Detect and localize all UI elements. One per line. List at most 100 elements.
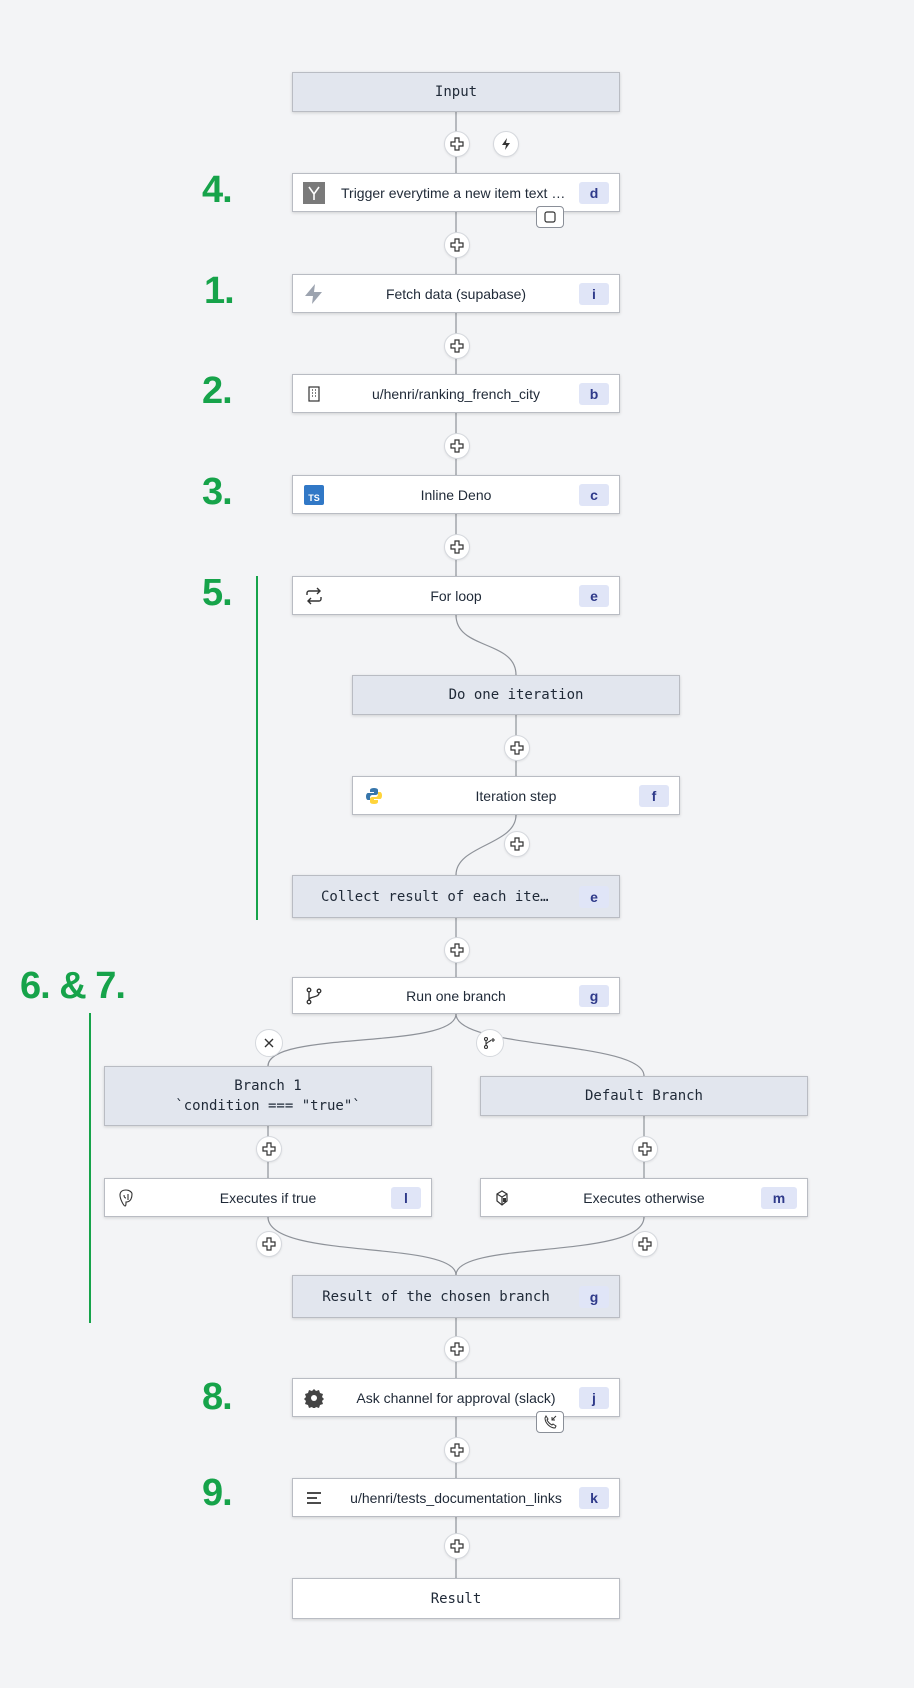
exec-otherwise-node[interactable]: Executes otherwise m [480,1178,808,1217]
add-step-button[interactable] [444,333,470,359]
fetch-badge: i [579,282,609,305]
close-icon [264,1038,274,1048]
plus-icon [450,339,464,353]
annotation-step-4: 4. [202,169,233,211]
branch-add-icon [483,1036,495,1050]
add-step-button[interactable] [632,1231,658,1257]
trigger-badge: d [579,181,609,204]
plus-icon [450,540,464,554]
plus-icon [638,1142,652,1156]
tests-label: u/henri/tests_documentation_links [350,1489,562,1506]
result-branch-node[interactable]: Result of the chosen branch g [292,1275,620,1318]
edge-forloop-iteration [455,614,517,676]
ranking-badge: b [579,382,609,405]
bolt-icon [502,138,510,150]
exec-otherwise-label: Executes otherwise [583,1189,705,1206]
phone-incoming-icon [544,1415,557,1429]
gear-icon [303,1387,325,1409]
trigger-label: Trigger everytime a new item text o… [341,184,571,201]
edge-execother-result [455,1216,645,1276]
do-iteration-node[interactable]: Do one iteration [352,675,680,715]
annotation-bracket-loop [256,576,258,920]
branch-1-condition: `condition === "true"` [175,1098,361,1114]
svg-text:TS: TS [308,493,320,503]
add-step-button[interactable] [256,1231,282,1257]
for-loop-badge: e [579,584,609,607]
list-icon [303,1487,325,1509]
plus-icon [450,1342,464,1356]
deno-label: Inline Deno [420,486,492,503]
annotation-step-2: 2. [202,370,233,412]
approval-label: Ask channel for approval (slack) [356,1389,556,1406]
plus-icon [262,1237,276,1251]
add-step-button[interactable] [444,433,470,459]
trigger-node[interactable]: Trigger everytime a new item text o… d [292,173,620,212]
bun-icon [491,1187,513,1209]
add-step-button[interactable] [504,831,530,857]
add-trigger-button[interactable] [493,131,519,157]
add-step-button[interactable] [444,1336,470,1362]
branch-1-title: Branch 1 [234,1078,302,1094]
annotation-step-1: 1. [204,270,235,312]
building-icon [303,383,325,405]
tests-node[interactable]: u/henri/tests_documentation_links k [292,1478,620,1517]
deno-badge: c [579,483,609,506]
y-combinator-icon [303,181,325,204]
exec-true-node[interactable]: Executes if true l [104,1178,432,1217]
annotation-step-3: 3. [202,471,233,513]
collect-label: Collect result of each iteration [321,888,551,905]
plus-icon [262,1142,276,1156]
add-step-button[interactable] [444,534,470,560]
stop-trigger-button[interactable] [536,206,564,228]
result-branch-badge: g [579,1285,609,1308]
suspend-button[interactable] [536,1411,564,1433]
plus-icon [450,238,464,252]
collect-node[interactable]: Collect result of each iteration e [292,875,620,918]
deno-node[interactable]: TS Inline Deno c [292,475,620,514]
approval-node[interactable]: Ask channel for approval (slack) j [292,1378,620,1417]
add-step-button[interactable] [632,1136,658,1162]
annotation-step-8: 8. [202,1376,233,1418]
run-branch-node[interactable]: Run one branch g [292,977,620,1014]
edge-exectrue-result [267,1216,457,1276]
approval-badge: j [579,1386,609,1409]
add-step-button[interactable] [504,735,530,761]
plus-icon [450,1443,464,1457]
for-loop-node[interactable]: For loop e [292,576,620,615]
add-step-button[interactable] [444,937,470,963]
postgres-icon [115,1187,137,1209]
iteration-step-label: Iteration step [475,787,557,804]
add-step-button[interactable] [444,131,470,157]
run-branch-badge: g [579,984,609,1007]
plus-icon [450,137,464,151]
plus-icon [510,741,524,755]
ranking-node[interactable]: u/henri/ranking_french_city b [292,374,620,413]
default-branch-node[interactable]: Default Branch [480,1076,808,1116]
plus-icon [510,837,524,851]
add-branch-button[interactable] [476,1029,504,1057]
default-branch-label: Default Branch [584,1088,703,1104]
add-step-button[interactable] [444,1533,470,1559]
plus-icon [450,1539,464,1553]
result-node[interactable]: Result [292,1578,620,1619]
branch-1-node[interactable]: Branch 1 `condition === "true"` [104,1066,432,1126]
iteration-step-node[interactable]: Iteration step f [352,776,680,815]
annotation-step-6-7: 6. & 7. [20,965,126,1007]
annotation-bracket-branch [89,1013,91,1323]
input-node[interactable]: Input [292,72,620,112]
remove-branch-button[interactable] [255,1029,283,1057]
typescript-icon: TS [303,484,325,506]
add-step-button[interactable] [256,1136,282,1162]
add-step-button[interactable] [444,1437,470,1463]
plus-icon [638,1237,652,1251]
python-icon [363,785,385,807]
supabase-icon [303,283,325,305]
git-branch-icon [303,985,325,1007]
exec-true-badge: l [391,1186,421,1209]
fetch-node[interactable]: Fetch data (supabase) i [292,274,620,313]
run-branch-label: Run one branch [406,987,506,1004]
fetch-label: Fetch data (supabase) [385,285,527,302]
add-step-button[interactable] [444,232,470,258]
result-branch-label: Result of the chosen branch [322,1288,550,1305]
